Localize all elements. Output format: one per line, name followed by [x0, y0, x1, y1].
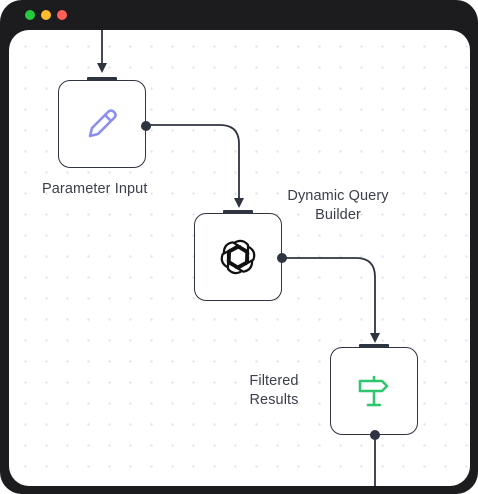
node-dynamic-query-builder[interactable] — [194, 210, 287, 301]
wire-query-to-results[interactable] — [284, 257, 380, 343]
pencil-icon — [88, 109, 117, 138]
window-close-button[interactable] — [57, 10, 67, 20]
connection-wires — [97, 30, 380, 486]
input-port[interactable] — [87, 77, 117, 81]
node-label-filtered-results: Filtered Results — [235, 372, 313, 410]
label-line: Dynamic Query — [287, 188, 389, 204]
input-port[interactable] — [223, 210, 253, 214]
openai-knot-icon — [220, 239, 256, 275]
output-port[interactable] — [370, 430, 380, 440]
wire-parameter-to-query[interactable] — [148, 124, 244, 208]
output-port[interactable] — [277, 253, 287, 263]
signpost-icon — [358, 375, 389, 407]
window-titlebar — [0, 0, 478, 30]
node-filtered-results[interactable] — [330, 344, 418, 440]
window-maximize-button[interactable] — [25, 10, 35, 20]
workflow-canvas[interactable]: Parameter Input Dynamic Query Builder — [9, 30, 470, 486]
label-line: Results — [249, 392, 299, 408]
output-port[interactable] — [141, 121, 151, 131]
label-line: Builder — [315, 207, 361, 223]
node-label-parameter-input: Parameter Input — [42, 181, 148, 197]
window-minimize-button[interactable] — [41, 10, 51, 20]
input-port[interactable] — [359, 344, 389, 348]
node-label-dynamic-query-builder: Dynamic Query Builder — [280, 187, 396, 225]
label-line: Filtered — [249, 373, 299, 389]
node-parameter-input[interactable] — [58, 77, 151, 168]
